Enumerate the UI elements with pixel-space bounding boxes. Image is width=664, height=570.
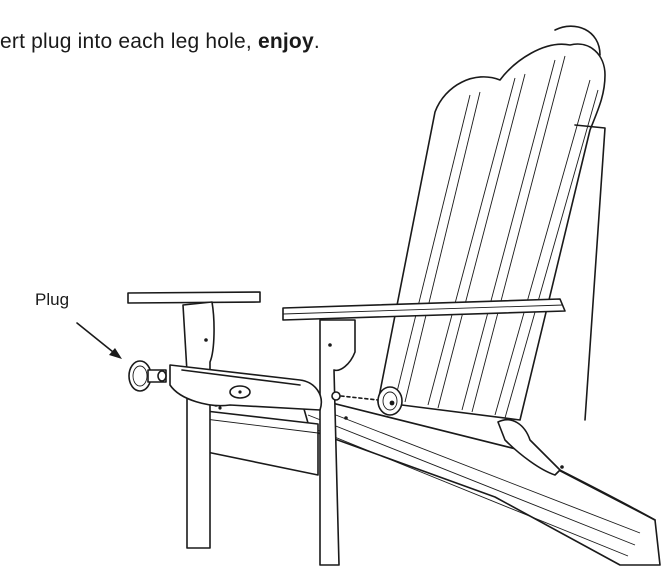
plug-left xyxy=(128,360,167,392)
front-apron xyxy=(196,409,319,476)
front-left-leg xyxy=(182,301,218,549)
instruction-text-end: . xyxy=(313,30,320,53)
callout-arrow xyxy=(76,322,122,359)
instruction-text-start: ert plug into each leg hole, xyxy=(0,30,258,53)
side-rail xyxy=(169,364,322,411)
front-right-leg xyxy=(319,319,356,566)
instruction-emphasis: enjoy xyxy=(257,30,314,53)
armrests xyxy=(127,291,566,321)
plug-right xyxy=(377,386,403,416)
instruction-text: ert plug into each leg hole, enjoy. xyxy=(0,29,320,55)
plug-callout-label: Plug xyxy=(35,290,70,309)
seat-slats xyxy=(299,394,661,566)
rear-bracket xyxy=(497,418,564,476)
leg-hole-alignment xyxy=(331,391,379,401)
backrest xyxy=(377,25,606,421)
